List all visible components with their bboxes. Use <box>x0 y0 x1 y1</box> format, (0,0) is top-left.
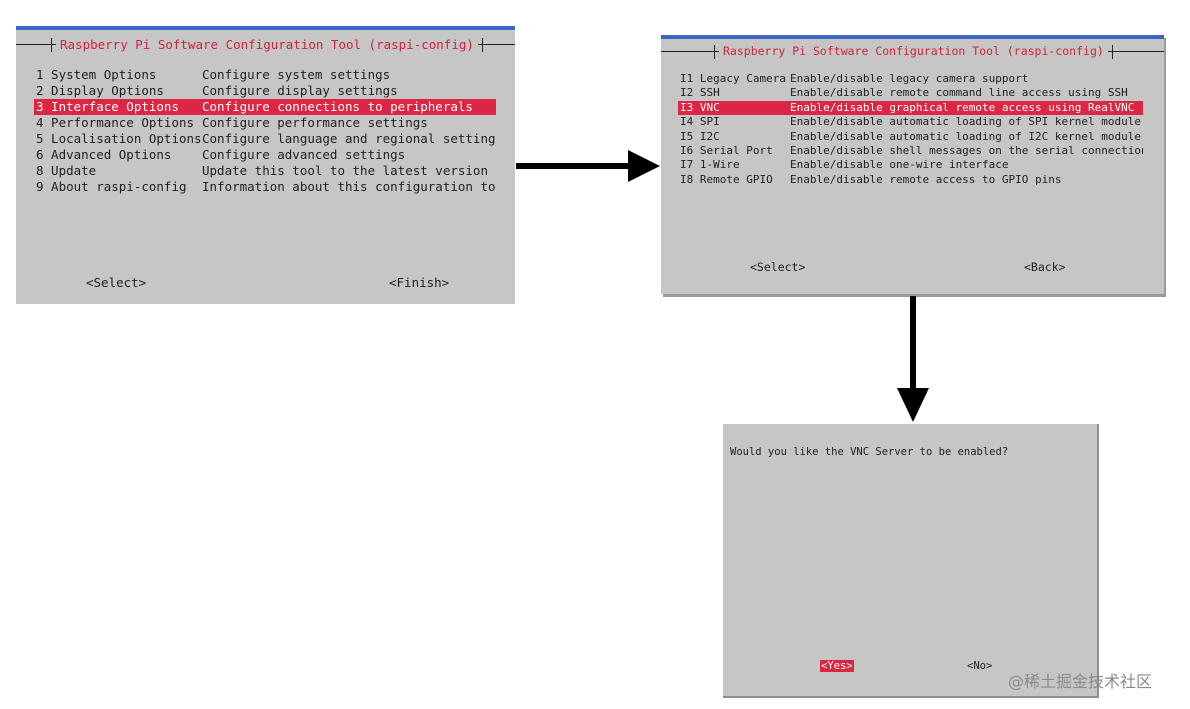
raspi-config-main-window: Raspberry Pi Software Configuration Tool… <box>16 26 515 304</box>
menu-item[interactable]: 2 Display Options Configure display setti… <box>34 83 496 99</box>
finish-button[interactable]: <Finish> <box>389 275 450 290</box>
menu-item[interactable]: 3 Interface Options Configure connections… <box>34 99 496 115</box>
menu-item[interactable]: I3 VNC Enable/disable graphical remote ac… <box>678 100 1143 116</box>
menu-item[interactable]: 4 Performance Options Configure performan… <box>34 115 496 131</box>
menu-item-label: 4 Performance Options <box>36 115 195 130</box>
menu-item-description: Configure connections to peripherals <box>202 99 473 114</box>
menu-item-description: Enable/disable automatic loading of I2C … <box>790 129 1141 143</box>
menu-item-description: Enable/disable remote command line acces… <box>790 86 1128 100</box>
title-divider-right <box>477 37 515 52</box>
menu-item[interactable]: I8 Remote GPIO Enable/disable remote acce… <box>678 173 1143 187</box>
interface-options-list: I1 Legacy Camera Enable/disable legacy ca… <box>678 72 1143 187</box>
menu-item-label: I8 Remote GPIO <box>680 172 773 186</box>
yes-button[interactable]: <Yes> <box>820 660 854 672</box>
menu-item-label: I2 SSH <box>680 86 720 100</box>
window-title: Raspberry Pi Software Configuration Tool… <box>60 36 474 52</box>
title-divider-right <box>1107 44 1164 59</box>
menu-item-label: 8 Update <box>36 163 97 178</box>
menu-item-label: I7 1-Wire <box>680 158 740 172</box>
site-watermark: @稀土掘金技术社区 <box>1008 672 1153 691</box>
menu-item[interactable]: I1 Legacy Camera Enable/disable legacy ca… <box>678 72 1143 86</box>
dialog-question: Would you like the VNC Server to be enab… <box>730 446 1009 458</box>
menu-item-description: Enable/disable automatic loading of SPI … <box>790 115 1141 129</box>
menu-item-description: Configure performance settings <box>202 115 428 130</box>
menu-item-description: Configure advanced settings <box>202 147 406 162</box>
menu-item-description: Enable/disable legacy camera support <box>790 72 1029 85</box>
menu-item-description: Configure display settings <box>202 83 398 98</box>
menu-item[interactable]: I7 1-Wire Enable/disable one-wire interfa… <box>678 158 1143 172</box>
menu-item[interactable]: 6 Advanced Options Configure advanced set… <box>34 147 496 163</box>
menu-item-description: Configure language and regional settings <box>202 131 496 146</box>
select-button[interactable]: <Select> <box>750 260 806 274</box>
title-bar: Raspberry Pi Software Configuration Tool… <box>16 34 515 54</box>
main-options-list: 1 System Options Configure system setting… <box>34 67 496 195</box>
arrow-right-icon <box>516 150 660 182</box>
menu-item[interactable]: I4 SPI Enable/disable automatic loading o… <box>678 115 1143 129</box>
menu-item-label: 9 About raspi-config <box>36 179 187 194</box>
menu-item-description: Information about this configuration too… <box>202 179 496 194</box>
menu-item-label: 1 System Options <box>36 67 157 82</box>
vnc-enable-dialog: Would you like the VNC Server to be enab… <box>723 424 1099 698</box>
menu-item-description: Update this tool to the latest version <box>202 163 488 178</box>
window-title: Raspberry Pi Software Configuration Tool… <box>723 44 1104 58</box>
menu-item[interactable]: I2 SSH Enable/disable remote command line… <box>678 86 1143 100</box>
no-button[interactable]: <No> <box>967 660 993 672</box>
menu-item-label: 2 Display Options <box>36 83 164 98</box>
back-button[interactable]: <Back> <box>1024 260 1066 274</box>
arrow-down-icon <box>897 296 929 422</box>
menu-item-label: 6 Advanced Options <box>36 147 172 162</box>
menu-item[interactable]: 1 System Options Configure system setting… <box>34 67 496 83</box>
menu-item-description: Configure system settings <box>202 67 391 82</box>
menu-item-description: Enable/disable one-wire interface <box>790 158 1009 172</box>
menu-item-label: I1 Legacy Camera <box>680 72 786 85</box>
menu-item-label: I5 I2C <box>680 129 720 143</box>
title-bar: Raspberry Pi Software Configuration Tool… <box>661 41 1164 61</box>
title-divider-left <box>661 44 719 59</box>
menu-item-label: I3 VNC <box>680 100 720 114</box>
menu-item[interactable]: I5 I2C Enable/disable automatic loading o… <box>678 130 1143 144</box>
menu-item[interactable]: 8 Update Update this tool to the latest v… <box>34 163 496 179</box>
menu-item-description: Enable/disable shell messages on the ser… <box>790 144 1143 158</box>
menu-item[interactable]: 9 About raspi-config Information about th… <box>34 179 496 195</box>
menu-item-label: I4 SPI <box>680 115 720 129</box>
menu-item[interactable]: I6 Serial Port Enable/disable shell messa… <box>678 144 1143 158</box>
select-button[interactable]: <Select> <box>86 275 147 290</box>
menu-item-label: 5 Localisation Options <box>36 131 202 146</box>
interface-options-window: Raspberry Pi Software Configuration Tool… <box>661 35 1164 294</box>
menu-item-label: I6 Serial Port <box>680 144 773 158</box>
menu-item-description: Enable/disable graphical remote access u… <box>790 100 1135 114</box>
menu-item-description: Enable/disable remote access to GPIO pin… <box>790 172 1062 186</box>
title-divider-left <box>16 37 56 52</box>
menu-item-label: 3 Interface Options <box>36 99 179 114</box>
